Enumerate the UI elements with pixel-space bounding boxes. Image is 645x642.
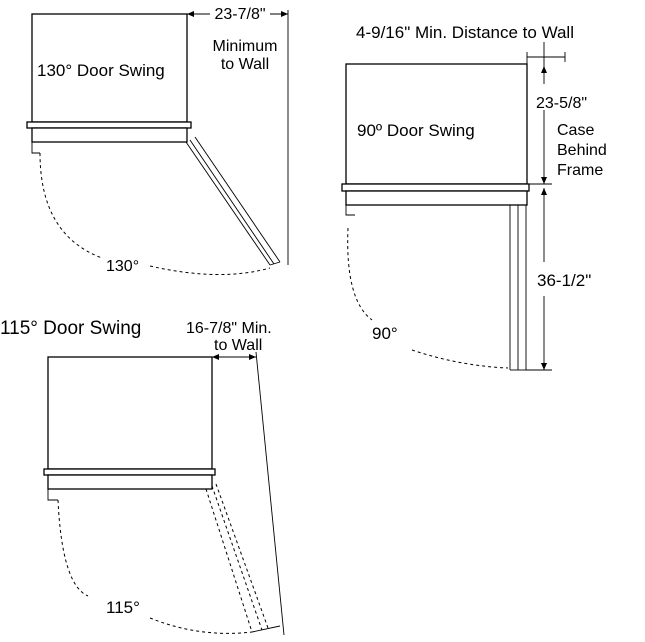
hinge-mark-130: [31, 142, 40, 154]
dim-note-2-130: to Wall: [221, 56, 269, 73]
door-edge-c-115: [215, 483, 269, 629]
swing-arc-b-130: [149, 265, 271, 275]
case-note-1-90: Case: [557, 122, 594, 139]
wall-line-115: [255, 351, 285, 636]
case-box-115: [47, 356, 213, 470]
case-note-3-90: Frame: [557, 162, 603, 179]
door-end-130: [269, 261, 281, 266]
frame-strip-90: [341, 183, 530, 192]
dim-label-115: 16-7/8" Min.: [186, 320, 272, 337]
door-end-115: [251, 625, 281, 633]
dim-note-1-130: Minimum: [213, 38, 278, 55]
door-strip-115: [47, 474, 213, 490]
angle-130: 130°: [106, 258, 139, 275]
dim-note-115: to Wall: [214, 337, 262, 354]
door-strip-90: [345, 190, 528, 206]
door-edge-a-115: [205, 488, 253, 633]
door-edge-b-130: [194, 136, 281, 263]
door-edge-a-130: [185, 141, 271, 266]
diagram-130-door-swing: 130° Door Swing 130° 23-7/8" Minimum to …: [26, 6, 289, 275]
swing-arc-a-90: [347, 227, 373, 321]
arrow-right-115: [249, 354, 256, 360]
angle-90: 90°: [372, 324, 398, 343]
arrow-left-130: [187, 11, 194, 17]
hinge-mark-90: [345, 205, 355, 216]
arrow-left-115: [212, 354, 219, 360]
top-label-90: 4-9/16" Min. Distance to Wall: [356, 23, 574, 42]
dim-label-130: 23-7/8": [214, 6, 265, 23]
case-arrow-bot-90: [541, 177, 547, 184]
angle-115: 115°: [106, 598, 140, 617]
door-dim-90: 36-1/2": [537, 271, 591, 290]
swing-arc-b-115: [149, 617, 253, 634]
title-115: 115° Door Swing: [0, 318, 141, 339]
swing-arc-a-130: [39, 152, 103, 259]
door-arrow-top-90: [541, 188, 547, 195]
swing-arc-a-115: [57, 499, 89, 597]
swing-arc-b-90: [411, 349, 509, 369]
frame-strip-130: [26, 121, 192, 129]
door-edge-b-115: [211, 485, 263, 631]
case-note-2-90: Behind: [557, 142, 607, 159]
arrow-right-130: [281, 11, 288, 17]
case-dim-90: 23-5/8": [536, 95, 587, 112]
title-90: 90º Door Swing: [357, 121, 475, 140]
door-edge-c-130: [189, 139, 275, 265]
diagram-115-door-swing: 115° Door Swing 16-7/8" Min. to Wall 115…: [0, 318, 285, 636]
diagram-90-door-swing: 4-9/16" Min. Distance to Wall 90º Door S…: [341, 23, 607, 371]
title-130: 130° Door Swing: [37, 61, 165, 80]
door-arrow-bot-90: [541, 363, 547, 370]
frame-strip-115: [43, 468, 216, 476]
hinge-mark-115: [47, 489, 58, 501]
door-strip-130: [31, 127, 188, 143]
case-arrow-top-90: [541, 66, 547, 73]
